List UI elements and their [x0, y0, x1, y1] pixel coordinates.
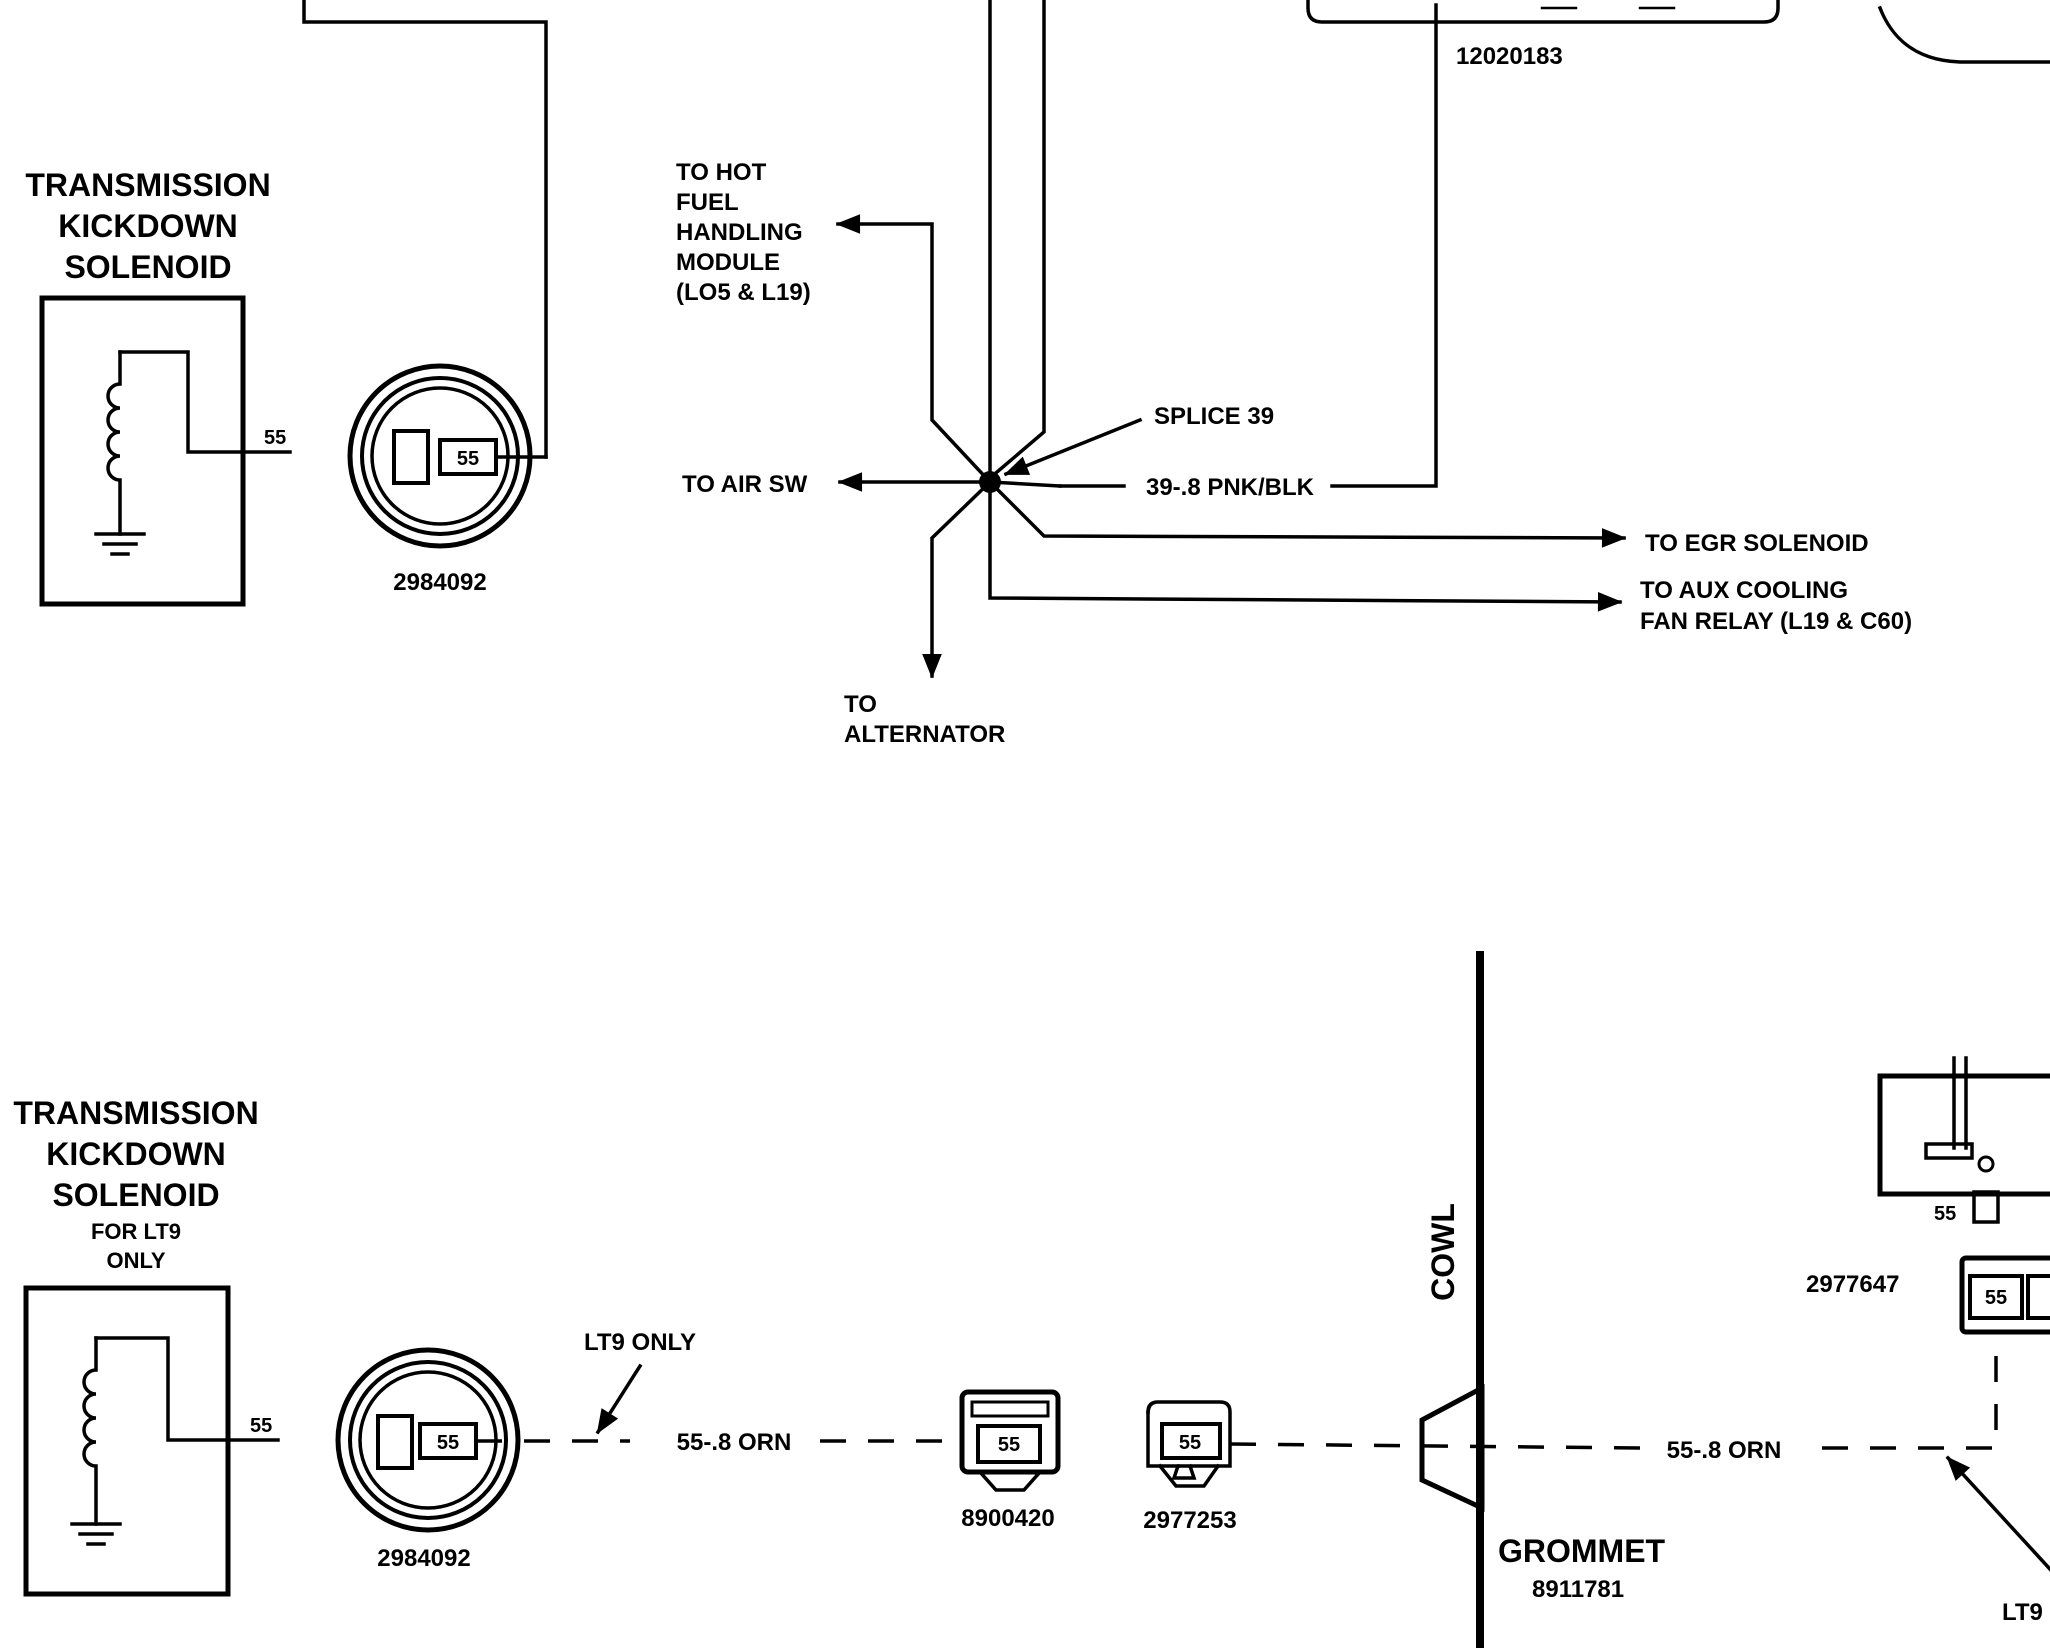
bottom-solenoid-title-line-2: KICKDOWN: [46, 1136, 226, 1172]
hot-fuel-line-3: HANDLING: [676, 219, 803, 246]
top-connector-part-number: 2984092: [393, 569, 486, 596]
connector-2977647-pin: 55: [1985, 1287, 2007, 1309]
bottom-coil-icon: [82, 1336, 98, 1526]
bottom-solenoid-title: TRANSMISSION KICKDOWN SOLENOID FOR LT9 O…: [13, 1095, 258, 1273]
bottom-connector-pin: 55: [437, 1432, 459, 1454]
connector-2977253: 55 2977253: [1143, 1400, 1237, 1534]
hot-fuel-line-5: (LO5 & L19): [676, 279, 811, 306]
top-solenoid-title: TRANSMISSION KICKDOWN SOLENOID: [25, 167, 270, 285]
bottom-solenoid-component: 55: [23, 1285, 280, 1597]
top-round-connector: 55 2984092: [347, 363, 548, 596]
egr-wire: [987, 479, 1627, 548]
top-section: TRANSMISSION KICKDOWN SOLENOID 55 55 298…: [25, 0, 2050, 748]
bottom-solenoid-note-line-2: ONLY: [106, 1248, 165, 1273]
splice-label: SPLICE 39: [1154, 403, 1274, 430]
hot-fuel-line-4: MODULE: [676, 249, 780, 276]
top-solenoid-title-line-3: SOLENOID: [64, 249, 231, 285]
grommet-part-number: 8911781: [1532, 1576, 1624, 1603]
top-right-component-edge: [1877, 5, 2050, 64]
bottom-solenoid-wire: [94, 1336, 280, 1442]
hot-fuel-wire: [835, 214, 993, 485]
lt9-partial-leader: [1945, 1455, 2050, 1572]
aux-cooling-line-2: FAN RELAY (L19 & C60): [1640, 608, 1912, 635]
hot-fuel-label: TO HOT FUEL HANDLING MODULE (LO5 & L19): [676, 159, 811, 306]
top-solenoid-title-line-1: TRANSMISSION: [25, 167, 270, 203]
wire-39-right-segment: [1330, 3, 1438, 488]
connector-8900420-pin: 55: [998, 1434, 1020, 1456]
top-connector-pin: 55: [457, 448, 479, 470]
right-component: 55: [1877, 1056, 2050, 1225]
top-solenoid-title-line-2: KICKDOWN: [58, 208, 238, 244]
connector-8900420-part-number: 8900420: [961, 1505, 1054, 1532]
connector-2977647: 2977647 55: [1806, 1255, 2050, 1335]
bottom-solenoid-note-line-1: FOR LT9: [91, 1219, 181, 1244]
splice-feed-wire-2: [987, 0, 1046, 481]
top-solenoid-pin: 55: [264, 427, 286, 449]
wire-55-right-label: 55-.8 ORN: [1667, 1437, 1782, 1464]
hot-fuel-line-2: FUEL: [676, 189, 739, 216]
wire-55-right-dashed-b: [1822, 1330, 1998, 1450]
top-coil-icon: [106, 350, 122, 536]
alternator-line-2: ALTERNATOR: [844, 721, 1005, 748]
bottom-solenoid-pin: 55: [250, 1415, 272, 1437]
grommet-shape: [1419, 1383, 1485, 1512]
bottom-section: TRANSMISSION KICKDOWN SOLENOID FOR LT9 O…: [13, 951, 2050, 1648]
top-feed-wire: [302, 0, 548, 459]
lt9-only-label: LT9 ONLY: [584, 1329, 696, 1356]
hot-fuel-line-1: TO HOT: [676, 159, 767, 186]
wire-55-left-label: 55-.8 ORN: [677, 1429, 792, 1456]
air-sw-label: TO AIR SW: [682, 471, 808, 498]
connector-8900420: 55 8900420: [959, 1389, 1061, 1532]
connector-2977253-part-number: 2977253: [1143, 1507, 1236, 1534]
wire-39-label: 39-.8 PNK/BLK: [1146, 474, 1315, 501]
bottom-connector-part-number: 2984092: [377, 1545, 470, 1572]
lt9-partial-label: LT9: [2002, 1599, 2043, 1626]
aux-cooling-wire: [988, 480, 1623, 612]
alternator-wire: [922, 479, 993, 679]
grommet-label: GROMMET: [1498, 1533, 1666, 1569]
connector-2977253-pin: 55: [1179, 1432, 1201, 1454]
bottom-solenoid-title-line-3: SOLENOID: [52, 1177, 219, 1213]
lt9-only-leader: [595, 1363, 643, 1435]
top-part-box: [1306, 0, 1780, 24]
top-solenoid-component: 55: [39, 295, 292, 607]
cowl-label: COWL: [1425, 1203, 1461, 1301]
bottom-solenoid-title-line-1: TRANSMISSION: [13, 1095, 258, 1131]
connector-2977647-part-number: 2977647: [1806, 1271, 1899, 1298]
bottom-round-connector: 55 2984092: [335, 1347, 521, 1572]
alternator-line-1: TO: [844, 691, 877, 718]
top-part-number: 12020183: [1456, 43, 1563, 70]
right-component-pin: 55: [1934, 1203, 1956, 1225]
top-solenoid-wire: [118, 350, 292, 454]
aux-cooling-line-1: TO AUX COOLING: [1640, 577, 1848, 604]
egr-label: TO EGR SOLENOID: [1645, 530, 1869, 557]
wire-55-right-dashed-a: [1229, 1442, 1641, 1450]
splice-leader: [1003, 417, 1143, 477]
